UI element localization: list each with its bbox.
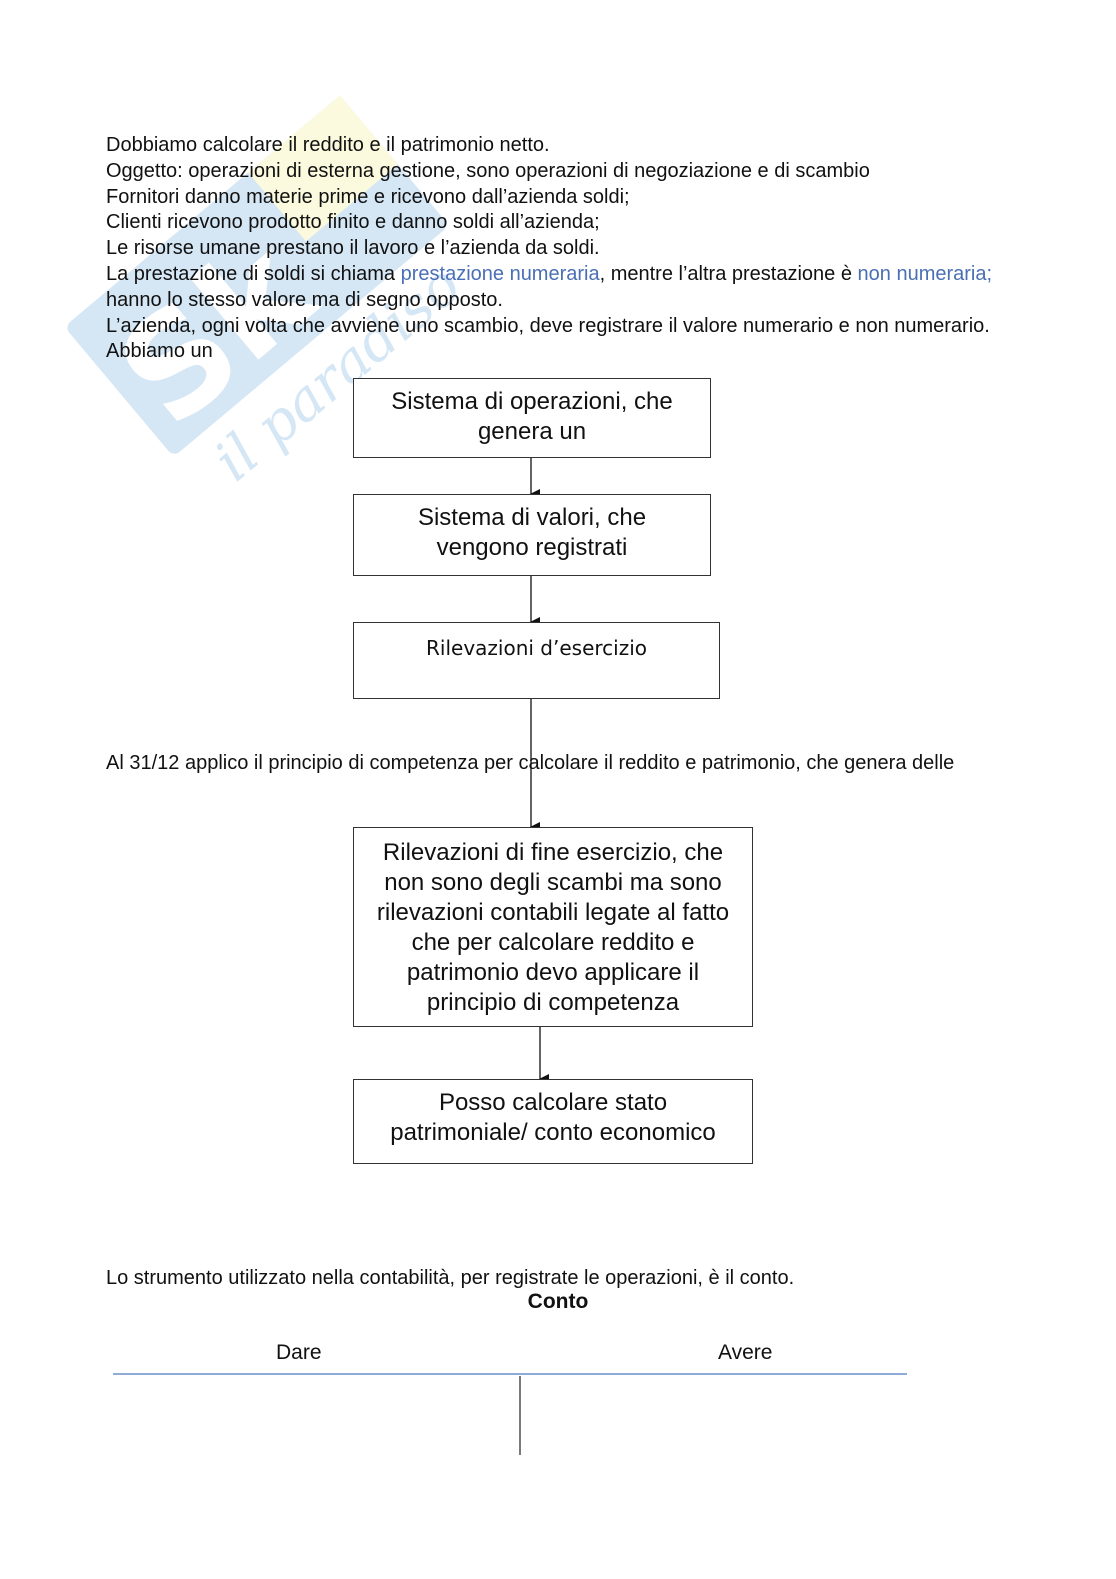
competenza-line: Al 31/12 applico il principio di compete…: [106, 752, 955, 774]
highlight-non-numeraria: non numeraria;: [857, 262, 993, 285]
flow-box-text: Sistema di valori, che vengono registrat…: [417, 504, 647, 561]
intro-line: Clienti ricevono prodotto finito e danno…: [106, 211, 600, 234]
conto-dare-label: Dare: [276, 1341, 322, 1364]
text-segment: La prestazione di soldi si chiama: [106, 262, 401, 285]
flow-box-rilevazioni-esercizio: Rilevazioni d’esercizio: [353, 622, 720, 699]
flow-box-text: Posso calcolare stato patrimoniale/ cont…: [390, 1089, 716, 1146]
flow-box-text: Rilevazioni d’esercizio: [426, 636, 647, 660]
flow-box-text: Sistema di operazioni, che genera un: [391, 388, 673, 445]
intro-line: Oggetto: operazioni di esterna gestione,…: [106, 159, 870, 182]
flow-box-fine-esercizio: Rilevazioni di fine esercizio, che non s…: [353, 827, 753, 1027]
intro-text: Dobbiamo calcolare il reddito e il patri…: [106, 133, 1006, 365]
text-segment: hanno lo stesso valore ma di segno oppos…: [106, 288, 503, 311]
intro-line: L’azienda, ogni volta che avviene uno sc…: [106, 314, 990, 337]
flow-box-sistema-valori: Sistema di valori, che vengono registrat…: [353, 494, 711, 576]
flow-box-sistema-operazioni: Sistema di operazioni, che genera un: [353, 378, 711, 458]
intro-line: La prestazione di soldi si chiama presta…: [106, 262, 1006, 314]
flow-box-text: Rilevazioni di fine esercizio, che non s…: [376, 839, 730, 1016]
intro-line: Le risorse umane prestano il lavoro e l’…: [106, 237, 600, 260]
intro-line: Dobbiamo calcolare il reddito e il patri…: [106, 134, 550, 156]
intro-line: Abbiamo un: [106, 340, 213, 363]
competenza-text: Al 31/12 applico il principio di compete…: [106, 750, 1026, 776]
highlight-prestazione-numeraria: prestazione numeraria: [400, 262, 600, 285]
flow-box-stato-patrimoniale: Posso calcolare stato patrimoniale/ cont…: [353, 1079, 753, 1164]
conto-title: Conto: [527, 1290, 589, 1313]
text-segment: , mentre l’altra prestazione è: [599, 262, 858, 285]
intro-line: Fornitori danno materie prime e ricevono…: [106, 185, 630, 208]
conto-avere-label: Avere: [718, 1341, 773, 1364]
conto-intro-text: Lo strumento utilizzato nella contabilit…: [106, 1267, 795, 1289]
